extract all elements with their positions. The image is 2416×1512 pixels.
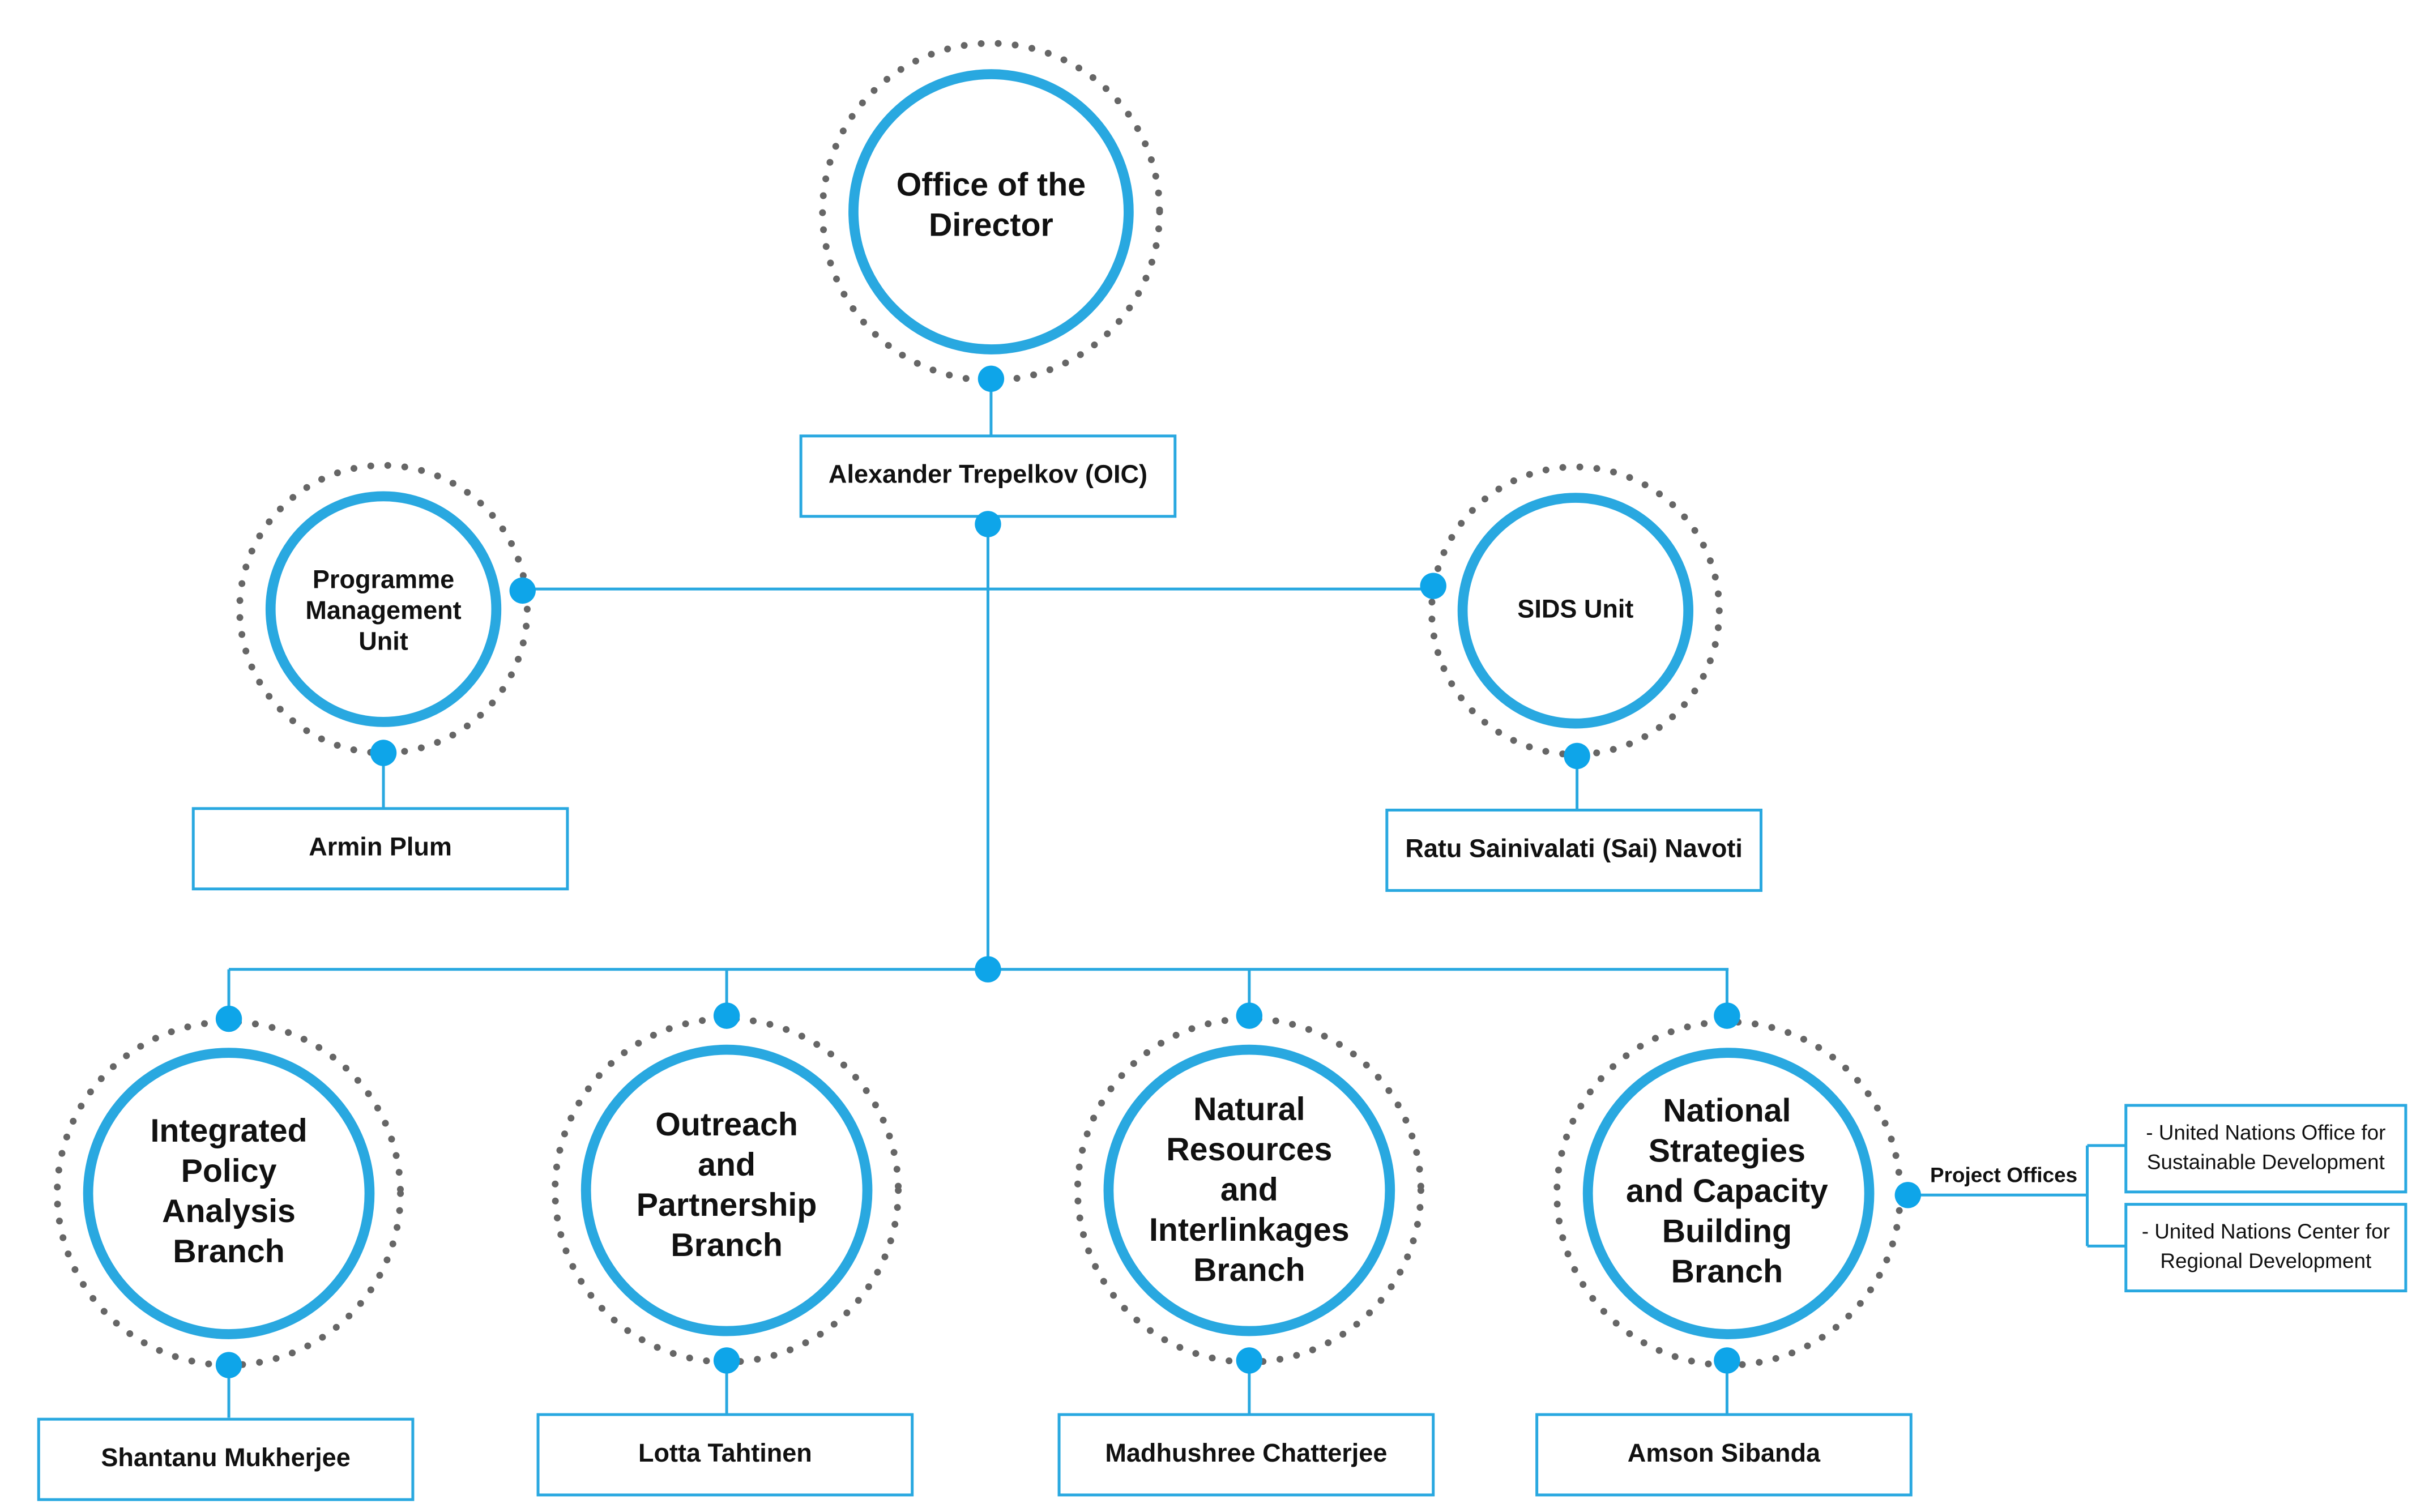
connector-dot-0 <box>978 365 1005 392</box>
director-circle <box>848 69 1134 354</box>
connector-dots <box>215 365 1922 1378</box>
project-office-2-box <box>2124 1203 2408 1293</box>
project-office-1-text-line: Sustainable Development <box>2147 1150 2385 1173</box>
unit-circles <box>54 40 1904 1369</box>
connector-dot-10 <box>1714 1002 1740 1029</box>
ipab-title-line: Analysis <box>162 1193 296 1229</box>
project-office-1-box <box>2124 1104 2408 1194</box>
project-office-2-text-line: - United Nations Center for <box>2142 1220 2390 1243</box>
ipab-title-line: Branch <box>173 1233 285 1270</box>
project-office-2-text-line: Regional Development <box>2160 1249 2371 1272</box>
nrib-title-line: Branch <box>1193 1252 1305 1288</box>
connector-dot-5 <box>1564 742 1590 770</box>
sids-circle <box>1457 493 1694 729</box>
nrib-title-line: and <box>1220 1172 1278 1208</box>
connector-dot-6 <box>975 956 1001 983</box>
director-person-name: Alexander Trepelkov (OIC) <box>829 460 1147 489</box>
connector-dot-11 <box>215 1352 242 1378</box>
connector-dot-8 <box>713 1002 740 1029</box>
connector-dot-1 <box>975 511 1001 537</box>
pmu-circle <box>265 491 502 727</box>
pmu-person-name: Armin Plum <box>309 832 452 861</box>
opb-circle <box>580 1044 873 1336</box>
pmu-person-box <box>191 807 569 891</box>
opb-title-line: and <box>698 1147 755 1183</box>
connector-dot-2 <box>509 577 536 604</box>
sids-dotted-ring <box>1428 463 1723 758</box>
director-dotted-ring <box>819 40 1163 384</box>
connector-dot-3 <box>1420 573 1446 599</box>
opb-title-line: Outreach <box>655 1107 798 1143</box>
nscbb-title-line: National <box>1663 1093 1791 1129</box>
nrib-title-line: Natural <box>1193 1091 1305 1127</box>
pmu-title-line: Management <box>305 596 461 625</box>
nrib-title-line: Resources <box>1166 1131 1332 1168</box>
nrib-person-box <box>1057 1413 1435 1497</box>
sids-title: SIDS Unit <box>1517 594 1633 623</box>
connector-dot-7 <box>215 1005 242 1032</box>
nscbb-circle <box>1582 1048 1875 1339</box>
pmu-title-line: Unit <box>358 627 408 656</box>
connector-dot-12 <box>713 1347 740 1374</box>
project-office-1-text-line: - United Nations Office for <box>2146 1121 2385 1144</box>
nrib-person-name: Madhushree Chatterjee <box>1105 1438 1387 1467</box>
connector-dot-4 <box>370 740 397 766</box>
pmu-title-line: Programme <box>313 565 454 593</box>
nscbb-title-line: Branch <box>1671 1254 1783 1290</box>
opb-person-name: Lotta Tahtinen <box>638 1438 812 1467</box>
person-boxes <box>37 434 1913 1501</box>
connector-dot-9 <box>1236 1002 1263 1029</box>
nscbb-title-line: Strategies <box>1649 1133 1805 1169</box>
nscbb-person-box <box>1535 1413 1913 1497</box>
nrib-circle <box>1103 1044 1395 1336</box>
connector-dot-15 <box>1894 1182 1922 1208</box>
director-title-line: Director <box>929 207 1053 243</box>
nscbb-title-line: and Capacity <box>1626 1173 1828 1210</box>
sids-person-box <box>1385 809 1762 892</box>
connector-dot-13 <box>1236 1347 1263 1374</box>
ipab-circle <box>83 1048 375 1339</box>
opb-person-box <box>536 1413 914 1497</box>
pmu-dotted-ring <box>236 462 531 757</box>
nscbb-title-line: Building <box>1662 1214 1792 1250</box>
opb-title-line: Branch <box>671 1227 783 1263</box>
ipab-person-box <box>37 1417 415 1501</box>
ipab-title-line: Policy <box>181 1153 277 1189</box>
sids-person-name: Ratu Sainivalati (Sai) Navoti <box>1405 834 1743 862</box>
project-offices: Project Offices - United Nations Office f… <box>1930 1104 2408 1293</box>
opb-title-line: Partnership <box>637 1187 817 1223</box>
director-title-line: Office of the <box>897 166 1086 203</box>
nscbb-person-name: Amson Sibanda <box>1628 1438 1821 1467</box>
director-person-box <box>799 434 1177 518</box>
ipab-title-line: Integrated <box>150 1113 307 1149</box>
ipab-person-name: Shantanu Mukherjee <box>101 1443 350 1472</box>
project-offices-label: Project Offices <box>1930 1163 2077 1186</box>
connector-dot-14 <box>1714 1347 1740 1374</box>
nrib-title-line: Interlinkages <box>1149 1212 1350 1248</box>
sids-title-line: SIDS Unit <box>1517 594 1633 623</box>
